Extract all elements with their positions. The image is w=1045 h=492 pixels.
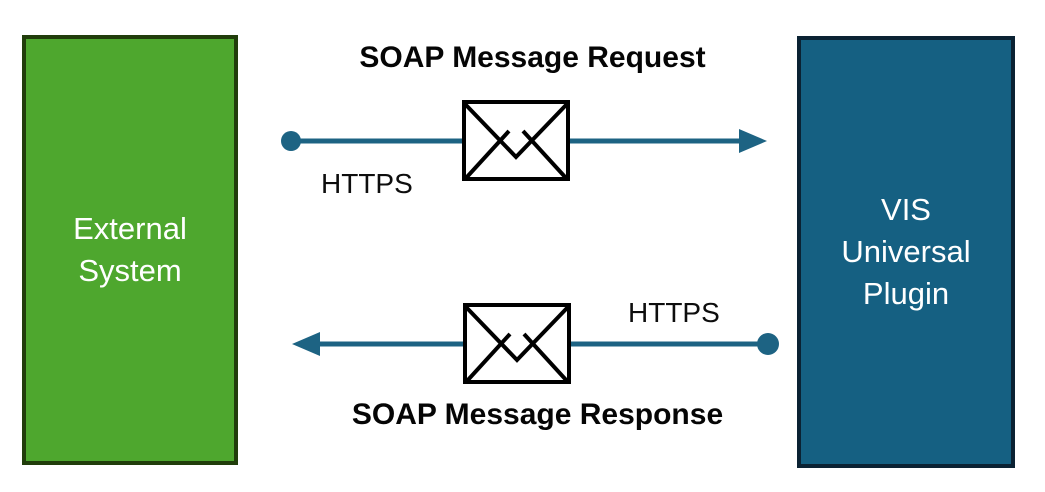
- response-protocol-label: HTTPS: [628, 297, 720, 328]
- external-system-box: External System: [22, 35, 238, 465]
- response-flow-title: SOAP Message Response: [351, 398, 724, 431]
- request-flow-title: SOAP Message Request: [359, 41, 706, 74]
- envelope-right-fold: [521, 129, 568, 180]
- external-system-label-line2: System: [78, 253, 182, 288]
- request-protocol-label: HTTPS: [321, 168, 413, 199]
- vis-universal-plugin-box: VIS Universal Plugin: [797, 36, 1015, 468]
- request-arrowhead-icon: [739, 129, 767, 153]
- envelope-body: [462, 100, 570, 181]
- envelope-right-fold: [522, 332, 569, 383]
- vis-plugin-label-line1: VIS: [881, 192, 931, 227]
- envelope-flap: [463, 102, 569, 160]
- envelope-left-fold: [464, 129, 511, 180]
- vis-plugin-label-line3: Plugin: [862, 276, 950, 311]
- external-system-label-line1: External: [73, 211, 187, 246]
- response-arrowhead-icon: [292, 332, 320, 356]
- vis-plugin-label-line2: Universal: [841, 234, 971, 269]
- request-envelope-icon: [462, 100, 570, 181]
- envelope-left-fold: [465, 332, 512, 383]
- envelope-body: [463, 303, 571, 384]
- external-system-label: External System: [73, 208, 187, 292]
- response-envelope-icon: [463, 303, 571, 384]
- envelope-flap: [464, 305, 570, 363]
- vis-universal-plugin-label: VIS Universal Plugin: [841, 189, 970, 315]
